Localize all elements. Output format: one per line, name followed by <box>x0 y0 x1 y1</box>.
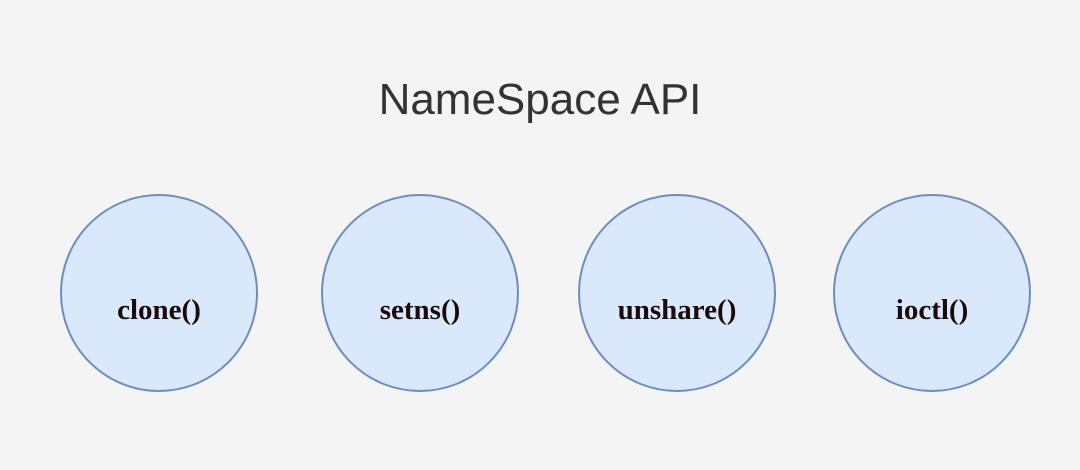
node-label: setns() <box>379 293 461 326</box>
node-label: ioctl() <box>895 293 969 326</box>
node-setns: setns() <box>321 194 519 392</box>
node-label: clone() <box>117 293 201 326</box>
diagram-title: NameSpace API <box>378 75 702 124</box>
node-label: unshare() <box>617 293 737 326</box>
node-ioctl: ioctl() <box>833 194 1031 392</box>
node-clone: clone() <box>60 194 258 392</box>
node-unshare: unshare() <box>578 194 776 392</box>
